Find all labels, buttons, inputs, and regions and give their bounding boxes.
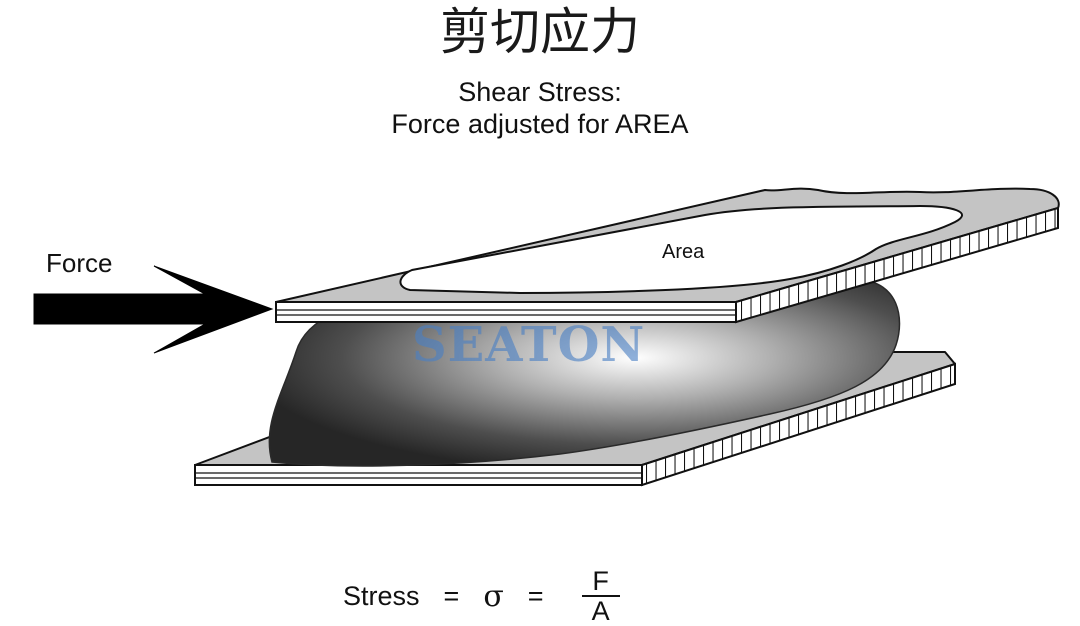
formula-numerator: F <box>592 566 609 596</box>
force-label: Force <box>46 248 113 278</box>
formula-denominator: A <box>591 596 610 626</box>
contact-area <box>399 204 963 295</box>
page-title: 剪切应力 <box>440 3 640 61</box>
formula-lhs: Stress <box>343 580 420 611</box>
area-label: Area <box>662 241 705 263</box>
top-plate <box>275 187 1060 324</box>
stress-formula: Stress = σ = F A <box>343 566 620 626</box>
subtitle-line-1: Shear Stress: <box>458 77 622 107</box>
formula-fraction: F A <box>581 566 620 626</box>
formula-equals-1: = <box>443 580 460 611</box>
fraction-bar <box>581 595 620 597</box>
seaton-watermark: SEATON <box>412 317 646 373</box>
subtitle-line-2: Force adjusted for AREA <box>391 109 689 139</box>
force-arrow-icon <box>33 265 274 354</box>
formula-equals-2: = <box>527 580 544 611</box>
formula-sigma: σ <box>483 578 504 614</box>
